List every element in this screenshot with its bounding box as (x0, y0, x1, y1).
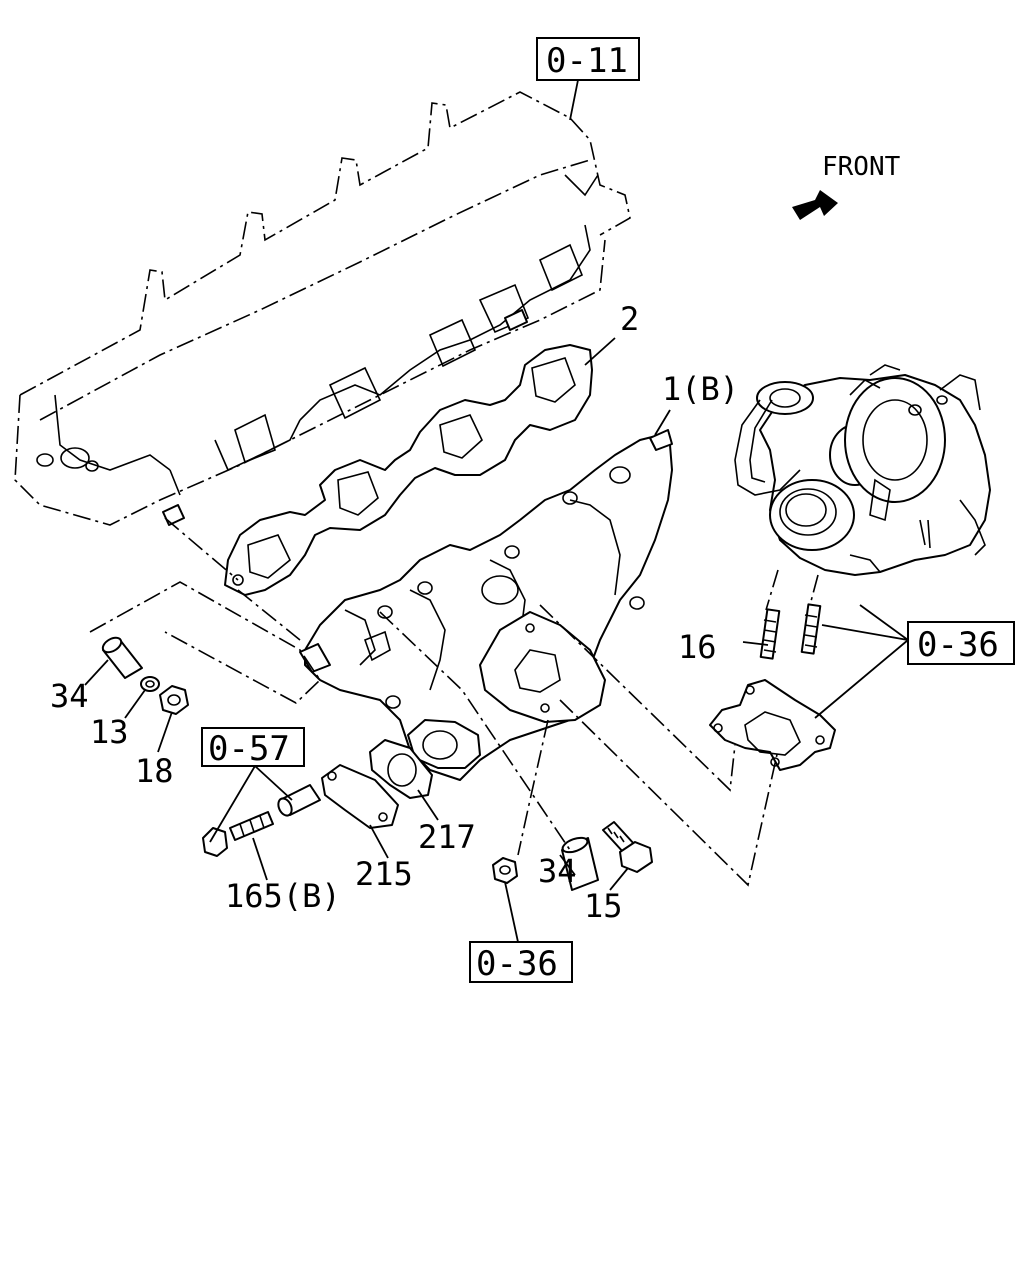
ref-box-0-57: 0-57 (201, 727, 305, 769)
front-arrow-icon (792, 190, 838, 220)
part-label-2: 2 (620, 300, 639, 338)
part-label-165b: 165(B) (225, 877, 341, 915)
leader-lines (84, 79, 909, 943)
part-label-34-right: 34 (538, 852, 577, 890)
part-label-15: 15 (584, 887, 623, 925)
part-label-34-left: 34 (50, 677, 89, 715)
part-label-18: 18 (135, 752, 174, 790)
stud-16-left (759, 608, 781, 660)
pipe-34-left (101, 636, 143, 679)
gasket-217 (369, 739, 433, 799)
pipe-34-right (561, 836, 599, 891)
part-label-217: 217 (418, 818, 476, 856)
cylinder-head-phantom (14, 91, 631, 526)
manifold-gasket (224, 344, 593, 596)
exhaust-manifold (299, 429, 673, 781)
ref-label-0-36-right: 0-36 (917, 625, 999, 665)
ref-label-0-11: 0-11 (546, 41, 628, 81)
phantom-connection-lines (89, 517, 819, 887)
ref-label-0-57: 0-57 (208, 729, 290, 769)
stud-165b (202, 811, 274, 857)
cover-plate-215 (321, 764, 399, 829)
turbocharger (734, 364, 991, 576)
pipe-0-57 (277, 784, 321, 817)
bolt-15 (602, 821, 653, 873)
front-label: FRONT (822, 152, 901, 182)
nut-0-36 (492, 857, 518, 884)
part-label-1b: 1(B) (662, 370, 739, 408)
stud-16-right (800, 603, 822, 655)
part-label-16: 16 (678, 628, 717, 666)
ref-label-0-36-bottom: 0-36 (476, 944, 558, 984)
nut-18 (159, 685, 189, 715)
part-label-215: 215 (355, 855, 413, 893)
ref-box-0-36-bottom: 0-36 (469, 941, 573, 984)
part-label-13: 13 (90, 713, 129, 751)
turbo-gasket (709, 679, 836, 771)
cylinder-head-details (36, 174, 599, 526)
ref-box-0-11: 0-11 (536, 37, 640, 81)
ref-box-0-36-right: 0-36 (907, 621, 1015, 665)
washer-13 (140, 676, 160, 692)
